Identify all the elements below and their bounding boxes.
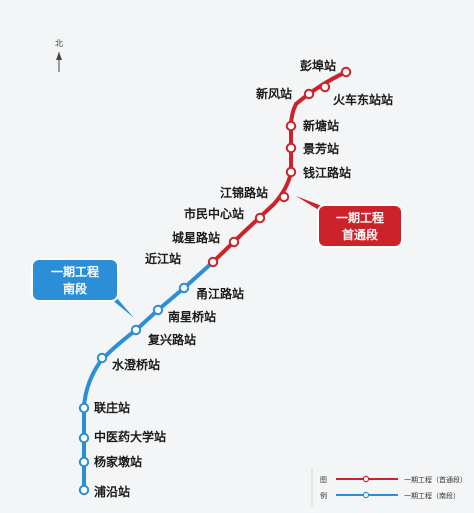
station-label: 联庄站 <box>94 400 130 415</box>
station-label: 景芳站 <box>303 141 339 156</box>
station-label: 近江站 <box>145 251 181 266</box>
station-label: 钱江路站 <box>303 165 351 180</box>
station-label: 水澄桥站 <box>112 357 160 372</box>
station-marker <box>178 282 190 294</box>
callout-blue-line1: 一期工程 <box>51 264 99 279</box>
legend: 图 例 一期工程（首通段） 一期工程（南段） <box>311 468 467 506</box>
station-marker <box>285 166 297 178</box>
station-marker <box>340 66 352 78</box>
station-label: 江锦路站 <box>220 185 268 200</box>
station-label: 市民中心站 <box>184 206 244 221</box>
station-marker <box>152 304 164 316</box>
station-label: 城星路站 <box>172 230 220 245</box>
station-marker <box>285 120 297 132</box>
station-label: 甬江路站 <box>196 286 244 301</box>
station-marker <box>303 88 315 100</box>
station-label: 复兴路站 <box>147 332 196 347</box>
phase-callout-red: 一期工程 首通段 <box>296 196 403 248</box>
station-label: 火车东站站 <box>333 92 393 107</box>
legend-title-1: 图 <box>320 476 327 484</box>
station-label: 南星桥站 <box>168 309 216 324</box>
station-marker <box>285 142 297 154</box>
legend-red-label: 一期工程（首通段） <box>404 475 467 484</box>
station-marker <box>78 432 90 444</box>
north-arrow-icon <box>56 52 62 72</box>
station-marker <box>228 236 240 248</box>
station-dots <box>78 66 352 496</box>
station-marker <box>278 191 290 203</box>
station-marker <box>96 352 108 364</box>
legend-blue-label: 一期工程（南段） <box>404 491 460 500</box>
callout-red-line2: 首通段 <box>342 227 379 242</box>
station-marker <box>78 484 90 496</box>
station-label: 新风站 <box>256 86 292 101</box>
station-marker <box>254 212 266 224</box>
legend-title-2: 例 <box>320 491 327 500</box>
callout-blue-line2: 南段 <box>63 281 88 296</box>
phase-callout-blue: 一期工程 南段 <box>31 258 134 318</box>
station-label: 浦沿站 <box>94 484 130 499</box>
station-marker <box>78 402 90 414</box>
station-marker <box>207 256 219 268</box>
callout-red-line1: 一期工程 <box>336 210 384 225</box>
station-marker <box>78 456 90 468</box>
station-marker <box>319 81 331 93</box>
north-label: 北 <box>55 39 63 48</box>
station-label: 彭埠站 <box>300 58 336 73</box>
station-label: 中医药大学站 <box>94 429 166 444</box>
station-marker <box>130 324 142 336</box>
station-label: 新塘站 <box>303 118 339 133</box>
station-label: 杨家墩站 <box>94 454 142 469</box>
